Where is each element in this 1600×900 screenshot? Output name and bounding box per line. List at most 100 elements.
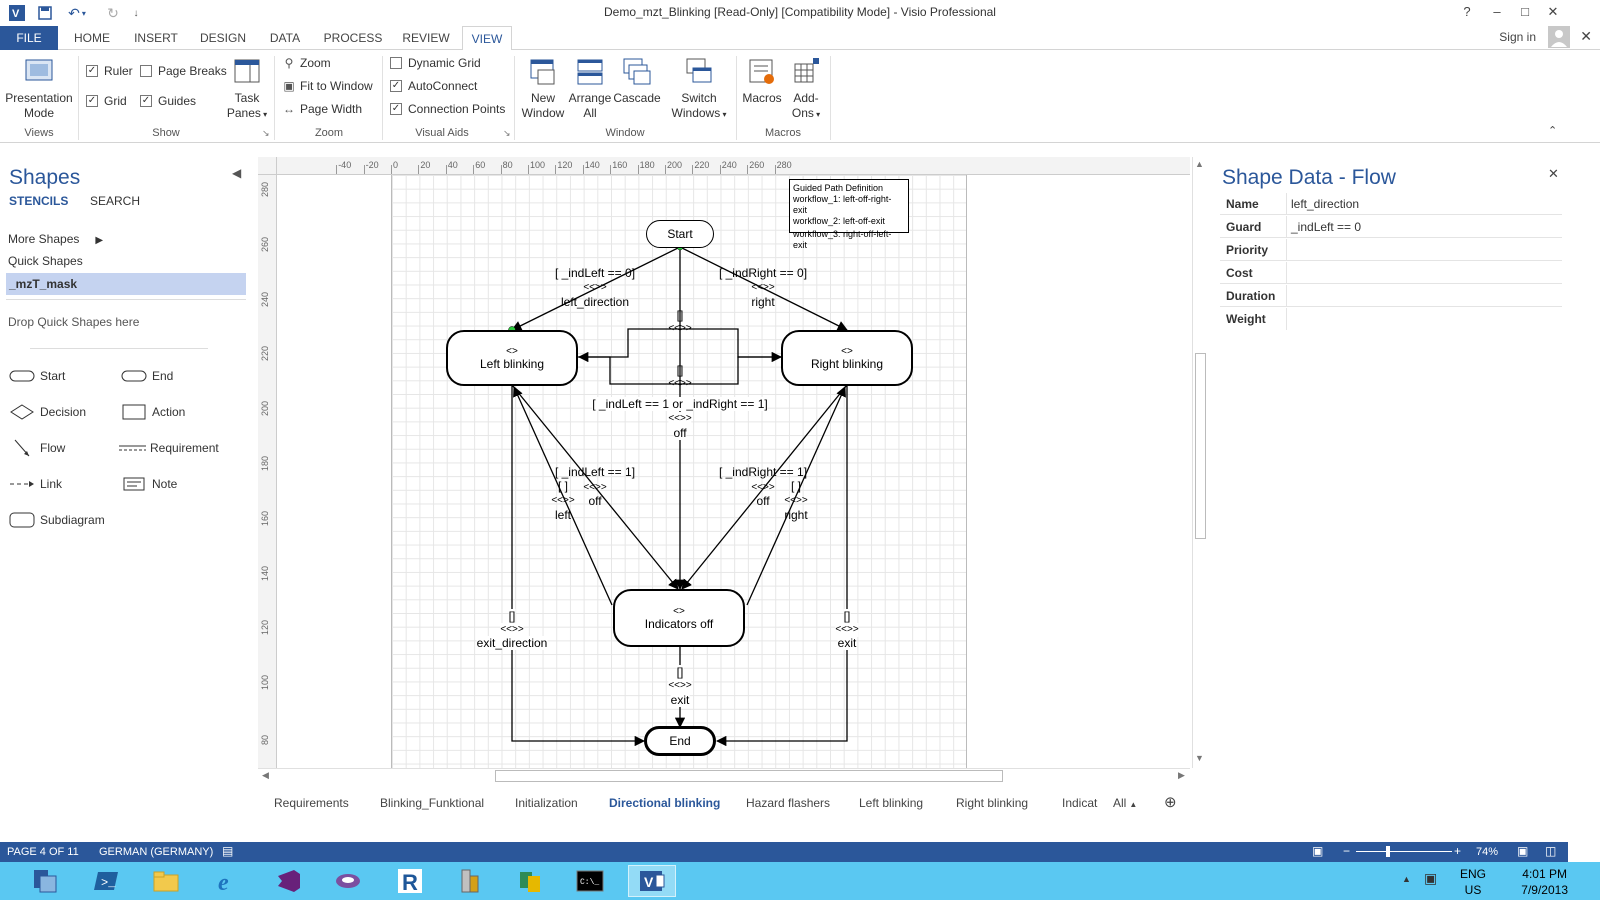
zoom-in-icon[interactable]: + [1454, 844, 1462, 858]
modeling-tool-icon[interactable] [324, 865, 372, 897]
tab-stencils[interactable]: STENCILS [9, 194, 69, 208]
drawing-canvas[interactable]: Guided Path Definition workflow_1: left-… [277, 175, 1190, 768]
folder-icon[interactable] [142, 865, 190, 897]
node-indicators-off[interactable]: <> Indicators off [613, 589, 745, 647]
show-hidden-icons-icon[interactable]: ▲ [1402, 874, 1411, 884]
tab-insert[interactable]: INSERT [134, 31, 178, 45]
shape-data-row[interactable]: Guard_indLeft == 0 [1220, 216, 1562, 238]
quick-shapes-item[interactable]: Quick Shapes [8, 254, 83, 268]
visual-aids-dialog-launcher-icon[interactable]: ↘ [503, 128, 511, 138]
powershell-icon[interactable]: >_ [82, 865, 130, 897]
shape-data-value[interactable] [1286, 239, 1562, 261]
close-pane-icon[interactable]: ✕ [1548, 166, 1559, 181]
guard-label[interactable]: [ ] [557, 479, 569, 493]
shape-data-row[interactable]: Priority [1220, 239, 1562, 261]
node-end[interactable]: End [644, 726, 716, 756]
macros-button[interactable]: Macros [740, 56, 784, 106]
guard-label[interactable]: [ _indLeft == 0] [554, 266, 636, 280]
clock[interactable]: 4:01 PM 7/9/2013 [1521, 866, 1568, 898]
stencil-start[interactable]: Start [8, 368, 65, 384]
guides-checkbox[interactable]: ✓Guides [140, 92, 196, 110]
page-tab-right-blinking[interactable]: Right blinking [956, 796, 1029, 810]
close-document-icon[interactable]: ✕ [1580, 28, 1592, 44]
minimize-button[interactable]: – [1493, 4, 1501, 19]
close-window-button[interactable]: ✕ [1547, 4, 1559, 19]
fit-to-window-button[interactable]: ▣Fit to Window [282, 77, 372, 95]
guard-label[interactable]: [] [843, 609, 851, 623]
zoom-out-icon[interactable]: − [1343, 844, 1351, 858]
stencil-end[interactable]: End [120, 368, 173, 384]
guided-path-legend[interactable]: Guided Path Definition workflow_1: left-… [789, 179, 909, 250]
language-indicator[interactable]: GERMAN (GERMANY) [99, 846, 214, 858]
shape-data-value[interactable]: _indLeft == 0 [1286, 216, 1562, 238]
command-prompt-icon[interactable]: C:\_ [566, 865, 614, 897]
stencil-note[interactable]: Note [120, 476, 177, 492]
guard-label[interactable]: [ _indLeft == 1] [554, 465, 636, 479]
stencil-action[interactable]: Action [120, 404, 185, 420]
flow-right-to-off[interactable] [681, 384, 848, 590]
undo-icon[interactable]: ↶▾ [68, 4, 86, 21]
scroll-right-icon[interactable]: ▶ [1178, 770, 1185, 780]
event-label[interactable]: exit_direction [476, 636, 548, 650]
shape-data-row[interactable]: Weight [1220, 308, 1562, 330]
connection-points-checkbox[interactable]: ✓Connection Points [390, 100, 505, 118]
tab-process[interactable]: PROCESS [323, 31, 383, 45]
cascade-button[interactable]: Cascade [612, 56, 662, 106]
collapse-pane-icon[interactable]: ◀ [232, 166, 242, 180]
visual-studio-icon[interactable] [264, 865, 312, 897]
save-icon[interactable] [34, 3, 56, 23]
flow-right-exit[interactable] [715, 385, 848, 747]
event-label[interactable]: off [588, 494, 602, 508]
zoom-slider-track[interactable] [1356, 851, 1452, 852]
event-label[interactable]: right [751, 295, 775, 309]
tab-data[interactable]: DATA [269, 31, 301, 45]
visio-app-icon[interactable]: V [6, 3, 28, 23]
grid-checkbox[interactable]: ✓Grid [86, 92, 127, 110]
collapse-ribbon-icon[interactable]: ⌃ [1548, 125, 1558, 137]
redo-icon[interactable]: ↻ [107, 4, 119, 21]
task-panes-button[interactable]: Task Panes ▾ [224, 56, 270, 122]
node-left-blinking[interactable]: <> Left blinking [446, 330, 578, 386]
vertical-scrollbar[interactable]: ▲ ▼ [1192, 157, 1208, 768]
zoom-level[interactable]: 74% [1476, 846, 1499, 858]
shape-data-value[interactable] [1286, 308, 1562, 330]
page-breaks-checkbox[interactable]: Page Breaks [140, 62, 227, 80]
file-manager-icon[interactable] [20, 865, 68, 897]
event-label[interactable]: left_direction [560, 295, 630, 309]
scroll-left-icon[interactable]: ◀ [262, 770, 269, 780]
shape-data-value[interactable] [1286, 262, 1562, 284]
stencil-link[interactable]: Link [8, 476, 62, 492]
vertical-scroll-thumb[interactable] [1195, 353, 1206, 539]
stencil-decision[interactable]: Decision [8, 404, 86, 420]
ruler-checkbox[interactable]: ✓Ruler [86, 62, 133, 80]
fit-page-icon[interactable]: ▣ [1517, 844, 1529, 858]
event-label[interactable]: right [784, 508, 808, 522]
event-label[interactable]: left [554, 508, 572, 522]
flow-off-to-right[interactable] [746, 386, 846, 606]
guard-label[interactable]: [] [508, 609, 516, 623]
horizontal-scrollbar[interactable]: ◀ ▶ [258, 768, 1190, 784]
avatar[interactable] [1548, 26, 1570, 48]
event-label[interactable]: exit [670, 693, 690, 707]
r-tool-icon[interactable]: R [386, 865, 434, 897]
event-label[interactable]: exit [837, 636, 857, 650]
switch-windows-icon[interactable]: ◫ [1545, 844, 1557, 858]
shape-data-row[interactable]: Duration [1220, 285, 1562, 307]
tab-design[interactable]: DESIGN [199, 31, 246, 45]
event-label[interactable]: off [673, 426, 687, 440]
flow-left-to-off[interactable] [511, 384, 679, 590]
switch-windows-button[interactable]: Switch Windows ▾ [666, 56, 732, 122]
customize-qat-icon[interactable]: ↓ [133, 7, 139, 19]
guard-label[interactable]: [ _indRight == 1] [718, 465, 808, 479]
new-window-button[interactable]: New Window [518, 56, 568, 121]
flow-start-right[interactable] [679, 246, 848, 331]
macro-recorder-icon[interactable]: ▤ [222, 844, 234, 858]
flow-start-left[interactable] [511, 246, 681, 331]
tab-search[interactable]: SEARCH [90, 194, 141, 208]
add-ons-button[interactable]: Add-Ons ▾ [786, 56, 826, 122]
node-right-blinking[interactable]: <> Right blinking [781, 330, 913, 386]
page-tab-requirements[interactable]: Requirements [274, 796, 349, 810]
page-width-button[interactable]: ↔Page Width [282, 100, 362, 118]
